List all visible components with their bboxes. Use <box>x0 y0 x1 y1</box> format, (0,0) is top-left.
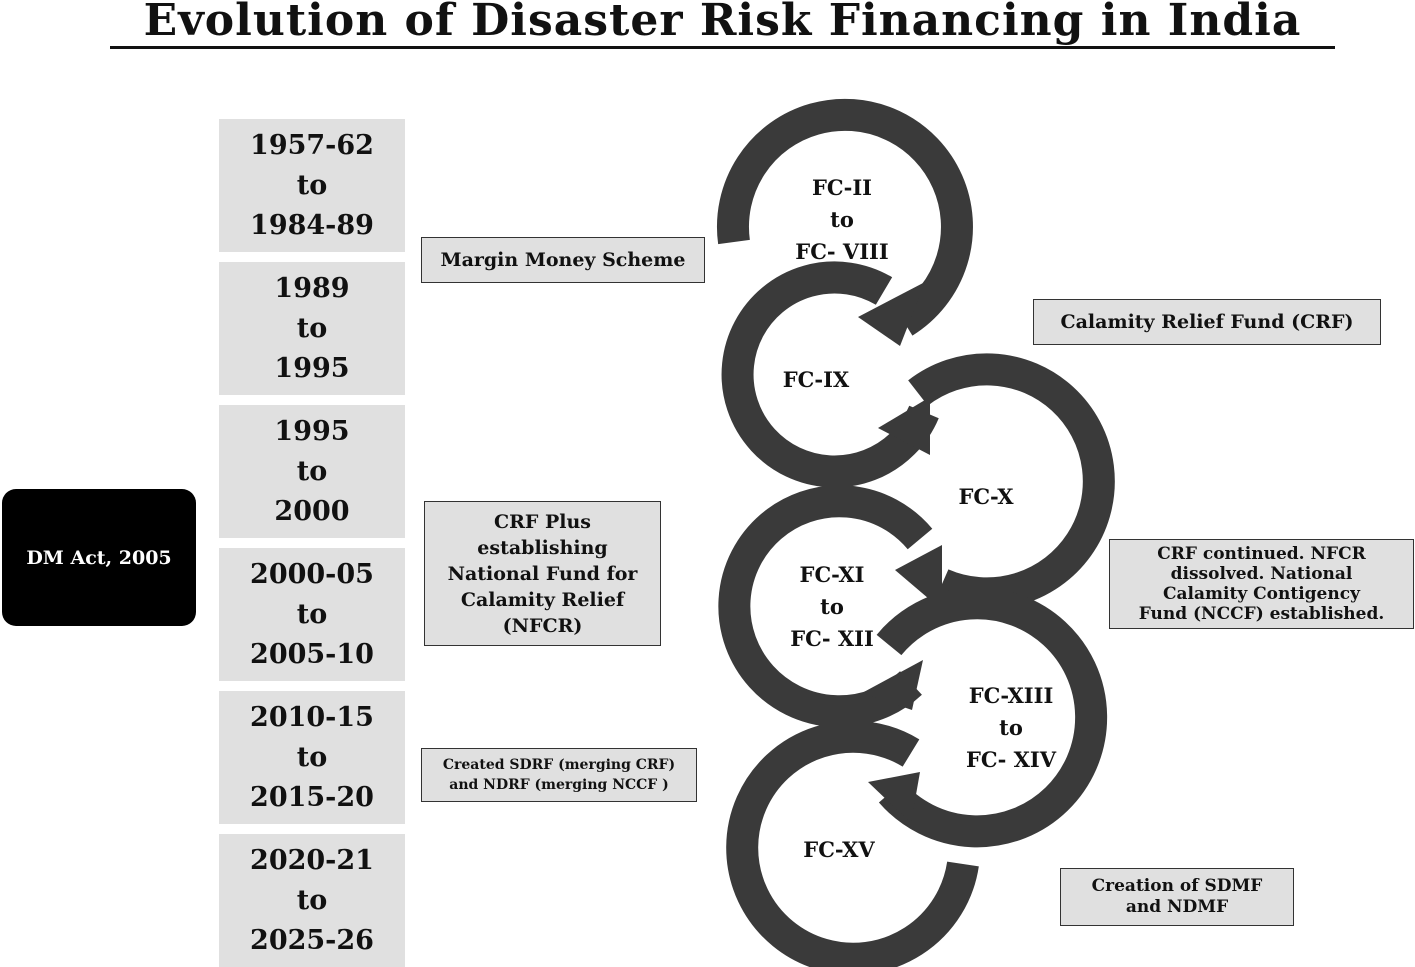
arrow-ring-fc-xv <box>726 720 979 967</box>
arrow-ring-fc-ix <box>721 261 939 488</box>
dm-act-box: DM Act, 2005 <box>2 489 196 626</box>
period-end: 2000 <box>274 495 350 527</box>
period-end: 2005-10 <box>250 638 374 670</box>
note-calamity-relief-fund: Calamity Relief Fund (CRF) <box>1033 299 1381 345</box>
note-sdrf-ndrf: Created SDRF (merging CRF) and NDRF (mer… <box>421 748 697 802</box>
period-box-3: 1995 to 2000 <box>219 405 405 538</box>
period-start: 2000-05 <box>250 558 374 590</box>
fc-label-xi-xii: FC-XI to FC- XII <box>790 562 874 651</box>
period-connector: to <box>296 598 328 630</box>
period-start: 1957-62 <box>250 129 374 161</box>
period-connector: to <box>296 741 328 773</box>
period-start: 1995 <box>274 415 350 447</box>
period-end: 2015-20 <box>250 781 374 813</box>
arrowhead <box>868 772 920 823</box>
period-connector: to <box>296 884 328 916</box>
arrowhead <box>862 660 923 710</box>
arrow-ring-fc-xi-xii <box>718 485 933 728</box>
period-end: 1995 <box>274 352 350 384</box>
arrowhead <box>878 397 930 455</box>
note-margin-money-scheme: Margin Money Scheme <box>421 237 705 283</box>
arrow-ring-fc-x <box>908 353 1115 610</box>
period-start: 2020-21 <box>250 844 374 876</box>
fc-label-xiii-xiv: FC-XIII to FC- XIV <box>965 683 1057 772</box>
period-box-5: 2010-15 to 2015-20 <box>219 691 405 824</box>
note-crf-plus-nfcr: CRF Plus establishing National Fund for … <box>424 501 661 646</box>
period-start: 2010-15 <box>250 701 374 733</box>
fc-label-x: FC-X <box>958 484 1014 509</box>
period-start: 1989 <box>274 272 350 304</box>
diagram-title: Evolution of Disaster Risk Financing in … <box>143 0 1302 46</box>
fc-label-xv: FC-XV <box>803 837 875 862</box>
period-connector: to <box>296 455 328 487</box>
title-underline <box>110 46 1335 49</box>
arrowhead <box>858 282 925 346</box>
note-crf-continued-nccf: CRF continued. NFCR dissolved. National … <box>1109 539 1414 629</box>
period-box-2: 1989 to 1995 <box>219 262 405 395</box>
period-end: 2025-26 <box>250 924 374 956</box>
fc-label-ii-viii: FC-II to FC- VIII <box>795 175 889 264</box>
arrow-ring-fc-ii-viii <box>716 98 973 336</box>
period-box-1: 1957-62 to 1984-89 <box>219 119 405 252</box>
fc-label-ix: FC-IX <box>782 367 850 392</box>
period-connector: to <box>296 169 328 201</box>
period-connector: to <box>296 312 328 344</box>
arrowhead <box>895 545 942 610</box>
period-box-4: 2000-05 to 2005-10 <box>219 548 405 681</box>
period-end: 1984-89 <box>250 209 374 241</box>
arrow-ring-fc-xiii-xiv <box>876 587 1108 848</box>
note-sdmf-ndmf: Creation of SDMF and NDMF <box>1060 868 1294 926</box>
period-box-6: 2020-21 to 2025-26 <box>219 834 405 967</box>
